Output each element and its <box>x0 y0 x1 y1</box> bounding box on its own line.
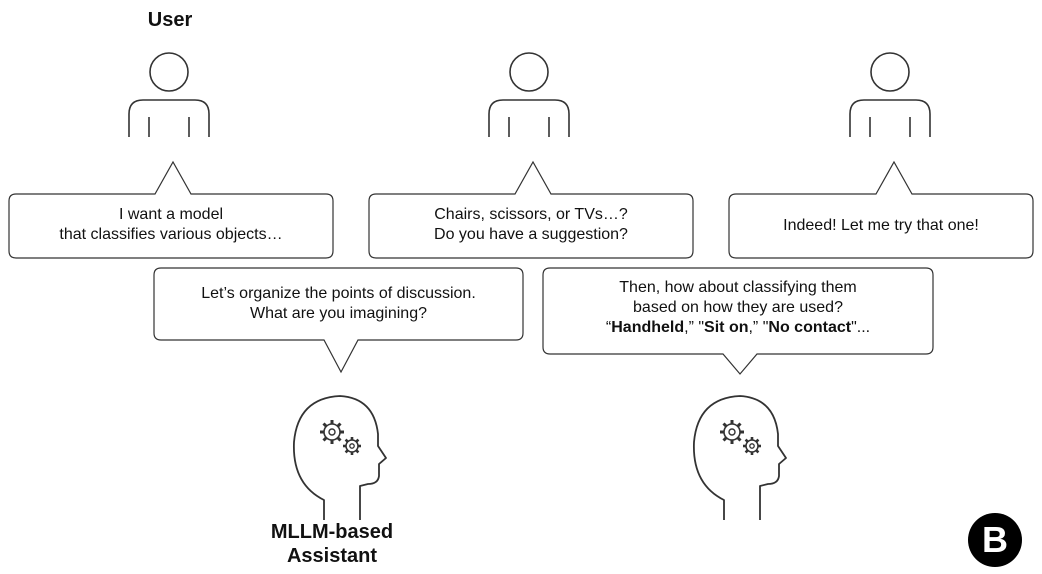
assistant-bubble-1 <box>153 267 524 374</box>
panel-badge: B <box>968 513 1022 567</box>
assistant-label-line1: MLLM-based <box>270 521 394 543</box>
user-message-2: Chairs, scissors, or TVs…? Do you have a… <box>369 205 693 245</box>
user-icon <box>849 52 931 138</box>
assistant-label-line2: Assistant <box>286 545 378 567</box>
head-gears-icon <box>294 396 386 520</box>
user-message-2-line2: Do you have a suggestion? <box>434 226 628 243</box>
quote-open: “ <box>605 319 612 336</box>
assistant-label: MLLM-based Assistant <box>232 520 432 568</box>
category-no-contact: No contact <box>768 319 852 336</box>
user-icon <box>128 52 210 138</box>
category-handheld: Handheld <box>611 319 685 336</box>
user-message-1-line2: that classifies various objects… <box>59 226 283 243</box>
assistant-message-2-line1: Then, how about classifying them <box>619 279 857 296</box>
separator-1: ,” " <box>684 319 705 336</box>
assistant-message-2-line3: “Handheld,” "Sit on,” "No contact"... <box>543 318 933 338</box>
user-message-1: I want a model that classifies various o… <box>9 205 333 245</box>
separator-2: ,” " <box>748 319 769 336</box>
separator-3: "... <box>851 319 871 336</box>
head-gears-icon <box>694 396 786 520</box>
assistant-bubble-2 <box>542 267 934 375</box>
assistant-message-1-line2: What are you imagining? <box>250 305 427 322</box>
user-bubble-1 <box>8 160 334 259</box>
assistant-message-1: Let’s organize the points of discussion.… <box>154 284 523 324</box>
user-message-2-line1: Chairs, scissors, or TVs…? <box>434 206 628 223</box>
user-bubble-2 <box>368 160 694 259</box>
user-message-1-line1: I want a model <box>118 206 224 223</box>
user-icon <box>488 52 570 138</box>
user-message-3-line1: Indeed! Let me try that one! <box>783 217 979 234</box>
user-label: User <box>147 9 193 31</box>
user-bubble-3 <box>728 160 1034 259</box>
user-message-3: Indeed! Let me try that one! <box>729 216 1033 236</box>
assistant-message-2-line2: based on how they are used? <box>633 299 843 316</box>
assistant-message-2: Then, how about classifying them based o… <box>543 278 933 338</box>
assistant-message-1-line1: Let’s organize the points of discussion. <box>201 285 476 302</box>
category-sit-on: Sit on <box>704 319 749 336</box>
